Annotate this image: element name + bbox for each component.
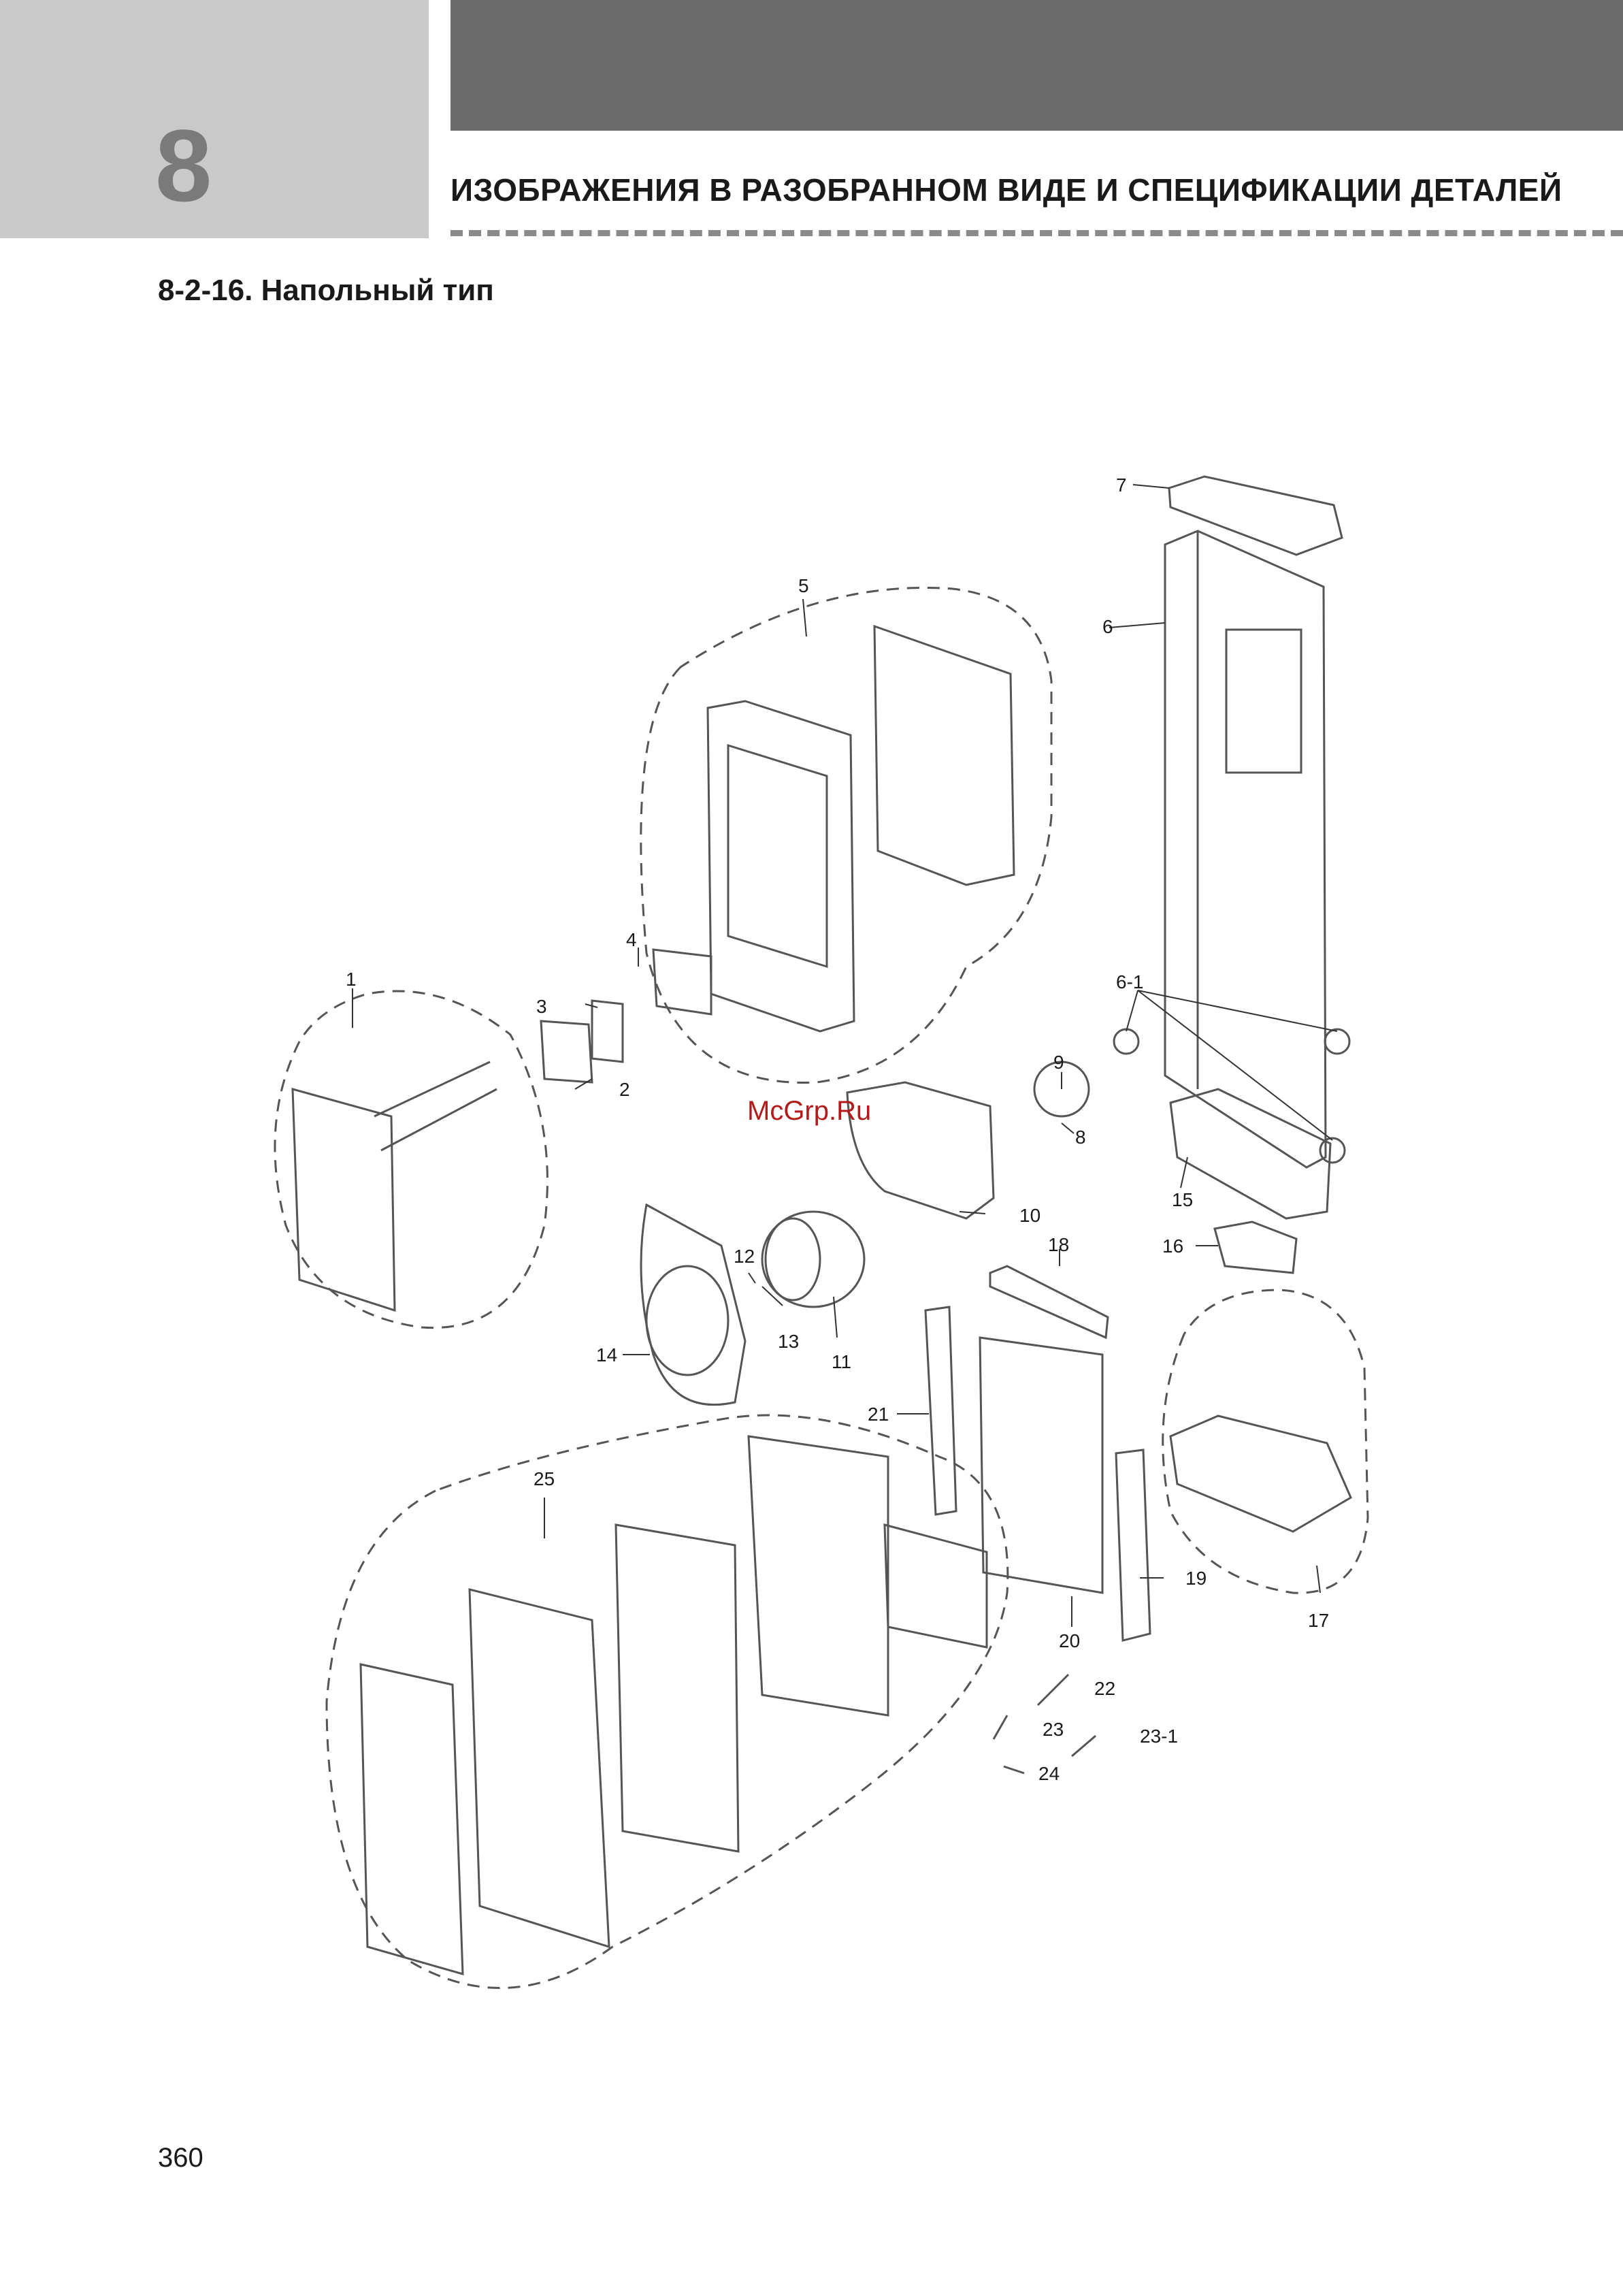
label-part-10: 10: [1019, 1205, 1040, 1226]
part-23-1-pin: [1072, 1736, 1096, 1756]
label-part-24: 24: [1038, 1763, 1060, 1784]
group-outline-17: [1163, 1290, 1368, 1593]
part-7-top-cap: [1169, 476, 1342, 555]
part-1-front-panel: [293, 1089, 395, 1310]
label-part-1: 1: [346, 969, 357, 990]
part-25-front-cover: [361, 1664, 463, 1974]
label-part-3: 3: [536, 996, 547, 1017]
part-25-filter: [749, 1436, 888, 1715]
label-part-25: 25: [534, 1468, 555, 1489]
label-part-18: 18: [1048, 1234, 1069, 1255]
part-23-pin: [994, 1715, 1007, 1739]
part-21-side-plate: [925, 1307, 956, 1515]
group-outline-1: [275, 991, 547, 1328]
label-part-17: 17: [1308, 1610, 1329, 1631]
label-part-16: 16: [1162, 1235, 1183, 1257]
part-6-1-ring-c: [1320, 1138, 1345, 1163]
label-part-19: 19: [1185, 1568, 1207, 1589]
part-25-frame-b: [616, 1525, 738, 1852]
part-24-pin: [1004, 1766, 1024, 1773]
part-6-1-ring-b: [1325, 1029, 1349, 1054]
part-2-cover: [541, 1021, 592, 1082]
part-5-back-panel: [874, 626, 1014, 885]
label-part-13: 13: [778, 1331, 799, 1352]
part-17-base-tray: [1170, 1416, 1351, 1532]
label-part-20: 20: [1059, 1630, 1080, 1651]
part-15-base: [1170, 1089, 1330, 1218]
watermark: McGrp.Ru: [747, 1096, 871, 1127]
page-number: 360: [158, 2143, 203, 2173]
label-part-9: 9: [1053, 1052, 1064, 1073]
label-part-4: 4: [626, 929, 637, 950]
part-6-1-ring-a: [1114, 1029, 1138, 1054]
group-outline-5: [641, 587, 1051, 1082]
group-outline-25: [327, 1415, 1008, 1988]
label-part-15: 15: [1172, 1189, 1193, 1210]
part-18-bar: [990, 1266, 1108, 1338]
part-20-heat-exchanger: [980, 1338, 1102, 1593]
part-6-cabinet: [1165, 531, 1326, 1167]
label-part-5: 5: [798, 575, 809, 596]
part-5-front-frame: [708, 701, 854, 1031]
part-19-cover: [1116, 1450, 1150, 1640]
part-4-control-box: [653, 950, 711, 1014]
label-part-23-1: 23-1: [1140, 1726, 1178, 1747]
part-25-grille-a: [885, 1525, 987, 1647]
label-part-6: 6: [1102, 616, 1113, 637]
part-3-board: [592, 1001, 623, 1062]
part-22-pin: [1038, 1675, 1068, 1705]
label-part-2: 2: [619, 1079, 630, 1100]
part-16-bracket: [1215, 1222, 1296, 1273]
label-part-23: 23: [1043, 1719, 1064, 1740]
label-part-14: 14: [596, 1344, 617, 1365]
label-part-6-1: 6-1: [1116, 971, 1143, 992]
label-part-11: 11: [832, 1351, 851, 1372]
part-25-frame-c: [470, 1589, 609, 1947]
label-part-22: 22: [1094, 1678, 1115, 1699]
label-part-21: 21: [868, 1404, 889, 1425]
label-part-7: 7: [1116, 474, 1127, 496]
label-part-8: 8: [1075, 1127, 1086, 1148]
label-part-12: 12: [734, 1246, 755, 1267]
